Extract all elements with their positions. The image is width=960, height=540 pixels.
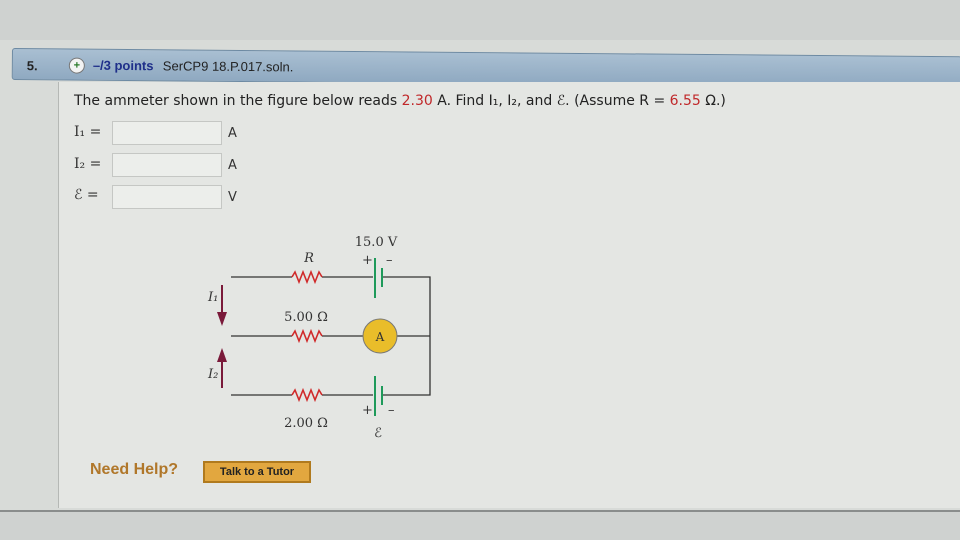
i1-unit: A: [228, 126, 237, 141]
battery-15v: [374, 258, 383, 298]
i2-label: I₂ =: [74, 156, 102, 172]
plus-bottom: +: [362, 403, 373, 418]
need-help-label: Need Help?: [90, 461, 179, 478]
emf-label: ℰ =: [74, 187, 99, 203]
ammeter-reading: 2.30: [401, 93, 433, 109]
emf-symbol: ℰ: [374, 426, 382, 441]
i2-symbol: I₂: [207, 367, 218, 382]
ammeter-label: A: [375, 330, 385, 344]
i2-unit: A: [228, 158, 237, 173]
i1-input[interactable]: [112, 121, 222, 145]
ammeter-icon: [362, 318, 398, 354]
resistor-5ohm: [291, 328, 323, 344]
battery-emf: [374, 376, 383, 416]
minus-bottom: –: [388, 403, 395, 418]
plus-top: +: [362, 253, 373, 268]
resistor-2ohm: [291, 387, 323, 403]
battery-voltage: 15.0 V: [355, 235, 398, 250]
talk-to-tutor-button[interactable]: Talk to a Tutor: [203, 461, 311, 483]
i2-input[interactable]: [112, 153, 222, 177]
r-value: 6.55: [669, 93, 701, 109]
question-text: The ammeter shown in the figure below re…: [74, 93, 726, 109]
emf-input[interactable]: [112, 185, 222, 209]
minus-top: –: [386, 253, 393, 268]
i1-label: I₁ =: [74, 124, 102, 140]
r-label: R: [303, 251, 314, 266]
emf-unit: V: [228, 190, 237, 205]
resistor-r: [291, 269, 323, 285]
i1-symbol: I₁: [207, 290, 218, 305]
r-bottom-label: 2.00 Ω: [284, 416, 328, 431]
r-mid-label: 5.00 Ω: [284, 310, 328, 325]
